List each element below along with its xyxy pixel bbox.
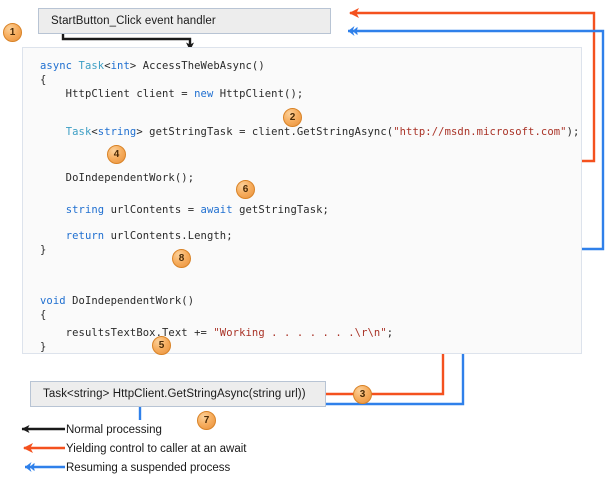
code-line-11: resultsTextBox.Text += "Working . . . . … [40,327,394,339]
start-handler-label: StartButton_Click event handler [51,15,216,27]
step-marker-8: 8 [172,249,191,268]
get-string-async-box[interactable]: Task<string> HttpClient.GetStringAsync(s… [30,381,326,407]
code-line-2: { [40,74,47,86]
legend-item-resume: Resuming a suspended process [8,458,308,477]
code-line-4: Task<string> getStringTask = client.GetS… [65,126,580,138]
legend-item-yield: Yielding control to caller at an await [8,439,308,458]
code-line-3: HttpClient client = new HttpClient(); [40,88,304,100]
step-marker-2: 2 [283,108,302,127]
code-line-10: { [40,309,47,321]
legend: Normal processing Yielding control to ca… [8,420,308,477]
start-button-click-handler-box[interactable]: StartButton_Click event handler [38,8,331,34]
step-marker-5: 5 [152,336,171,355]
legend-swatch-resume-icon [8,461,60,475]
legend-swatch-yield-icon [8,442,60,456]
code-line-7: return urlContents.Length; [65,230,233,242]
code-line-8: } [40,244,47,256]
step-marker-7: 7 [197,411,216,430]
get-string-async-label: Task<string> HttpClient.GetStringAsync(s… [43,388,306,400]
code-line-6: string urlContents = await getStringTask… [65,204,329,216]
step-marker-4: 4 [107,145,126,164]
legend-label-resume: Resuming a suspended process [66,461,231,474]
step-marker-1: 1 [3,23,22,42]
step-marker-3: 3 [353,385,372,404]
step-marker-6: 6 [236,180,255,199]
code-line-5: DoIndependentWork(); [40,172,195,184]
code-line-12: } [40,341,47,353]
legend-swatch-normal-icon [8,423,60,437]
code-line-1: async Task<int> AccessTheWebAsync() [40,60,265,72]
legend-item-normal: Normal processing [8,420,308,439]
code-line-9: void DoIndependentWork() [40,295,195,307]
legend-label-yield: Yielding control to caller at an await [66,442,247,455]
legend-label-normal: Normal processing [66,423,162,436]
code-panel [22,47,582,354]
